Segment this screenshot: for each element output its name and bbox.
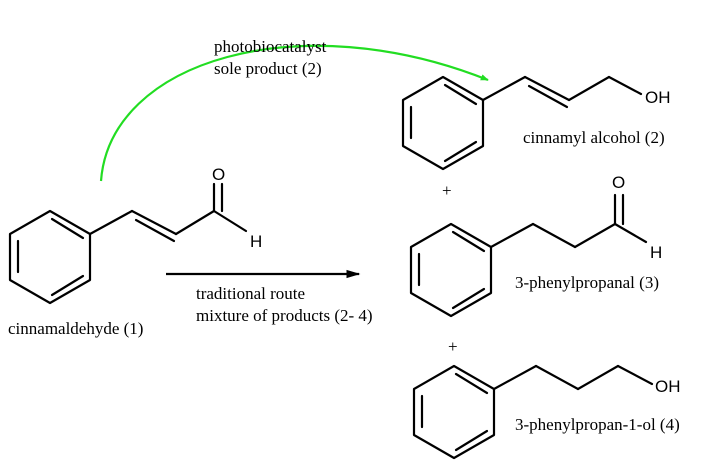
bond (567, 75, 611, 102)
double-bond (130, 209, 178, 236)
bond (613, 222, 648, 244)
phenylpropanol-structure: OH (412, 364, 681, 460)
cinnamaldehyde-structure: O H (8, 165, 262, 305)
hydrogen-atom: H (650, 243, 662, 262)
bond (174, 209, 216, 236)
hydrogen-atom: H (250, 232, 262, 251)
bond (492, 364, 538, 391)
bond (489, 222, 535, 249)
double-bond-inner (134, 218, 176, 243)
bond (573, 222, 617, 249)
plus-sign: + (442, 181, 452, 200)
oxygen-atom: O (612, 173, 625, 192)
bond (212, 209, 248, 233)
hydroxyl-group: OH (655, 377, 681, 396)
cinnamyl-alcohol-structure: OH (401, 75, 671, 171)
plus-sign: + (448, 337, 458, 356)
mixture-label: mixture of products (2- 4) (196, 306, 373, 325)
benzene-ring (401, 75, 485, 171)
traditional-route-label: traditional route (196, 284, 305, 303)
photobiocatalyst-arrow (99, 44, 489, 182)
bond (534, 364, 580, 391)
sole-product-label: sole product (2) (214, 59, 322, 78)
product-3-label: 3-phenylpropanal (3) (515, 273, 659, 292)
reactant-label: cinnamaldehyde (1) (8, 319, 143, 338)
product-4-label: 3-phenylpropan-1-ol (4) (515, 415, 680, 434)
benzene-ring (409, 222, 493, 318)
oxygen-atom: O (212, 165, 225, 184)
bond (607, 75, 643, 96)
double-bond-inner (527, 84, 569, 109)
double-bond (523, 75, 571, 102)
bond (616, 364, 654, 386)
benzene-ring (8, 209, 92, 305)
photobiocatalyst-label: photobiocatalyst (214, 37, 327, 56)
bond (531, 222, 577, 249)
benzene-ring (412, 364, 496, 460)
bond (576, 364, 620, 391)
hydroxyl-group: OH (645, 88, 671, 107)
product-2-label: cinnamyl alcohol (2) (523, 128, 665, 147)
bond (481, 75, 527, 102)
bond (88, 209, 134, 236)
phenylpropanal-structure: O H (409, 173, 662, 318)
